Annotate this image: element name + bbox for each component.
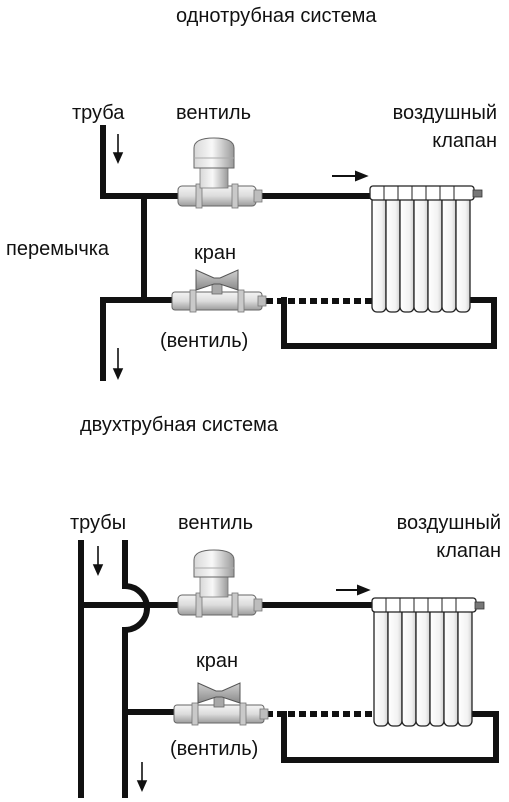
valve-label-2: вентиль [178,512,253,534]
valve-label: вентиль [176,102,251,124]
pipe-label: труба [72,102,125,124]
single-pipe-pipes [100,125,497,381]
flow-down-arrow-icon [136,762,148,792]
thermostatic-valve-icon [177,137,263,209]
single-pipe-title: однотрубная система [176,5,377,27]
radiator-icon [369,185,483,313]
flow-down-arrow-icon [112,348,124,380]
tap-label-2: кран [196,650,239,672]
air-valve-label-line1: воздушный [392,102,497,124]
two-pipe-pipes [78,540,499,798]
air-valve-label-line2: клапан [432,130,497,152]
tap-label: кран [194,242,237,264]
tap-alt-label-2: (вентиль) [170,738,259,760]
air-valve-icon [472,189,483,198]
ball-valve-icon [171,269,267,313]
tap-alt-label: (вентиль) [160,330,249,352]
flow-down-arrow-icon [92,546,104,576]
radiator-icon [371,597,485,727]
two-pipe-title: двухтрубная система [80,414,279,436]
air-valve-label-2-line1: воздушный [396,512,501,534]
pipes-label: трубы [70,512,127,534]
bypass-label: перемычка [6,238,110,260]
flow-down-arrow-icon [112,134,124,164]
ball-valve-icon [173,682,269,726]
two-pipe-diagram [78,540,499,798]
flow-right-arrow-icon [336,584,371,596]
thermostatic-valve-icon [177,549,263,618]
air-valve-icon [474,601,485,610]
flow-right-arrow-icon [332,170,369,182]
air-valve-label-2-line2: клапан [436,540,501,562]
single-pipe-diagram [100,125,497,381]
